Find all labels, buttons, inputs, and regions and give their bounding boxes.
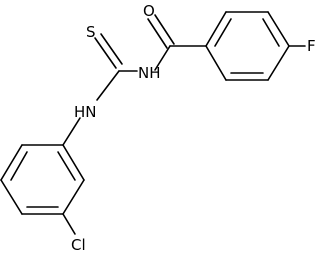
bond-carbonyl-nh <box>154 45 171 71</box>
bond-fp-3 <box>267 11 290 47</box>
bond-thiocarbon-nh <box>96 70 120 101</box>
bond-cp-5 <box>62 179 85 215</box>
bond-fp-inner-2 <box>262 18 280 47</box>
bond-fp-inner-1 <box>214 18 232 47</box>
bond-nh-aryl <box>62 117 81 146</box>
bond-carbonyl-double-a <box>147 18 168 49</box>
bond-cp-inner-1 <box>10 151 28 181</box>
bond-cp-inner-3 <box>57 151 76 181</box>
bond-fp-1 <box>205 11 227 47</box>
bond-thione-double-a <box>94 37 117 69</box>
bonds <box>0 11 306 235</box>
bond-fp-4 <box>267 45 290 81</box>
chlorine-label: Cl <box>71 236 86 254</box>
sulfur-label: S <box>86 23 96 41</box>
oxygen-label: O <box>143 2 155 20</box>
nh-upper-label: NH <box>138 64 161 82</box>
bond-carbonyl-double-b <box>154 14 175 45</box>
bond-cp-3 <box>0 179 23 215</box>
bond-cp-2 <box>0 144 23 181</box>
bond-ring-cl <box>62 213 76 235</box>
bond-cp-6 <box>62 144 85 181</box>
atom-labels: O S NH HN F Cl <box>71 2 316 254</box>
bond-thione-double-b <box>100 33 123 65</box>
bond-fp-6 <box>205 45 227 81</box>
fluorine-label: F <box>307 37 316 55</box>
nh-lower-label: HN <box>74 103 97 121</box>
